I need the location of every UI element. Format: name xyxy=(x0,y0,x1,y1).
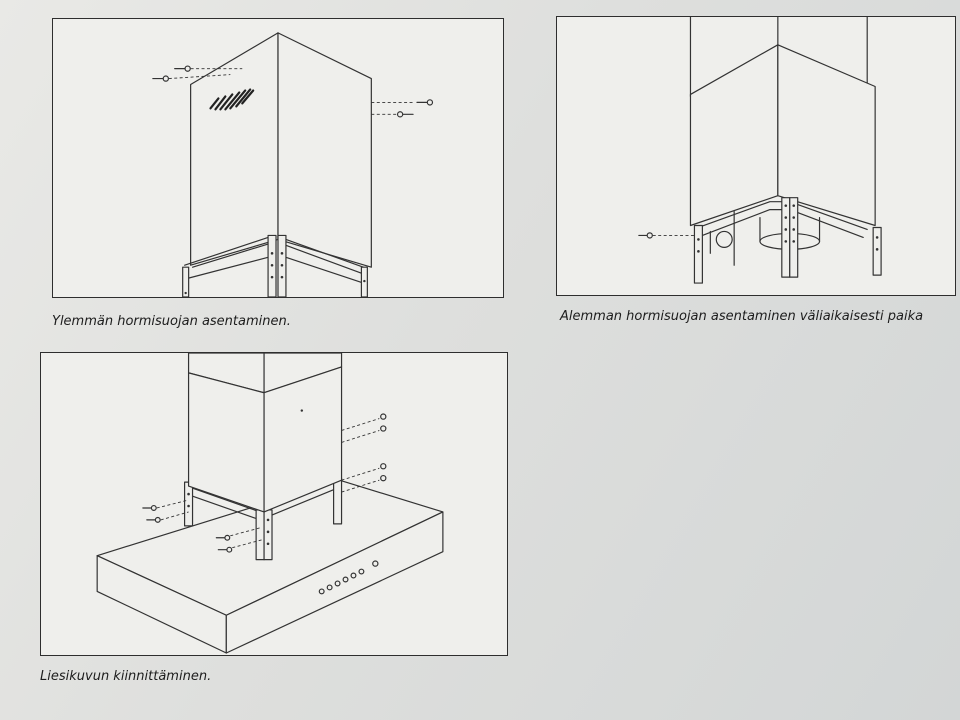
caption-lower-chimney: Alemman hormisuojan asentaminen väliaika… xyxy=(560,309,924,324)
screw-icon xyxy=(146,511,189,523)
screw-icon xyxy=(638,232,695,239)
bracket-screw-holes xyxy=(697,204,879,253)
vent-slots-icon xyxy=(209,88,255,111)
screw-icon xyxy=(217,539,263,553)
caption-hood-mounting: Liesikuvun kiinnittäminen. xyxy=(40,669,212,684)
hood-mounting-drawing xyxy=(96,353,444,654)
figure-upper-chimney xyxy=(52,18,504,298)
control-knobs-icon xyxy=(318,560,379,595)
screw-icon xyxy=(371,111,414,118)
figure-lower-chimney xyxy=(556,16,956,296)
screw-icon xyxy=(341,413,387,431)
screw-icon xyxy=(152,74,231,82)
upper-chimney-drawing xyxy=(152,32,434,297)
screw-icon xyxy=(142,499,189,511)
screw-icon xyxy=(174,65,243,72)
screw-icon xyxy=(341,474,387,493)
caption-upper-chimney: Ylemmän hormisuojan asentaminen. xyxy=(52,314,291,329)
screw-icon xyxy=(341,425,387,443)
bracket-screw-holes xyxy=(187,492,270,546)
screw-icon xyxy=(215,527,261,541)
bracket-screw-holes xyxy=(184,252,366,295)
lower-chimney-drawing xyxy=(638,17,882,284)
screw-icon xyxy=(341,463,387,481)
screw-icon xyxy=(371,99,434,106)
figure-hood-mounting xyxy=(40,352,508,656)
